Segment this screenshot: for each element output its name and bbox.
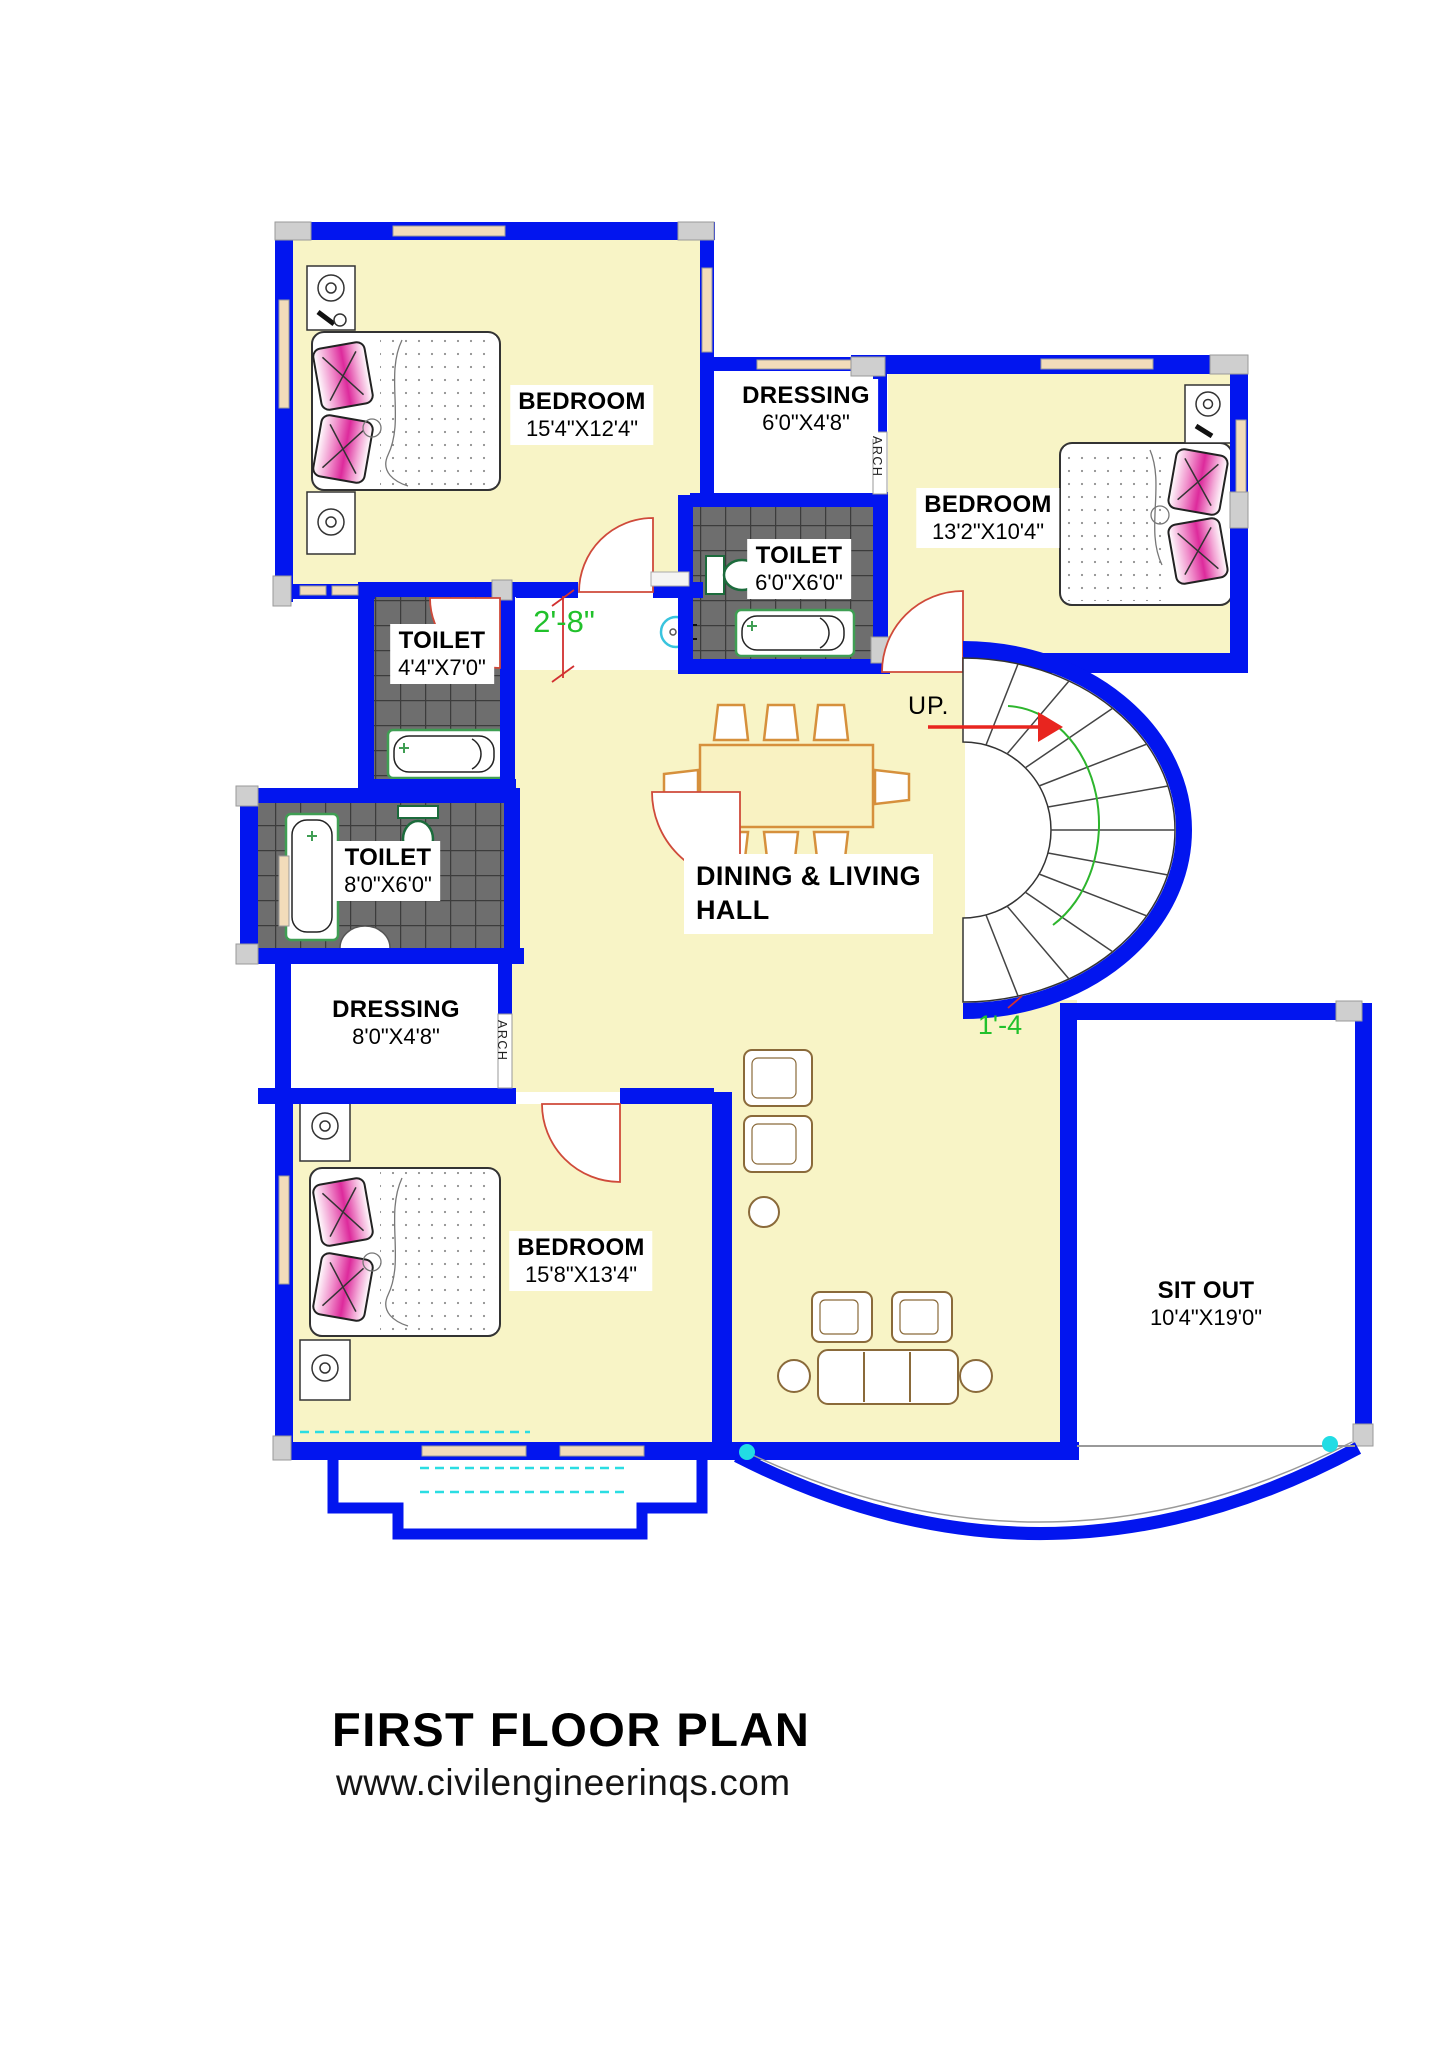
bathtub-icon bbox=[284, 812, 340, 942]
up-arrow-icon bbox=[928, 712, 1063, 742]
wall-posts bbox=[235, 221, 1374, 1461]
room-label-bedroom-top-left: BEDROOM 15'4"X12'4" bbox=[510, 385, 654, 446]
room-label-sit-out: SIT OUT 10'4"X19'0" bbox=[1141, 1274, 1271, 1335]
stairs-up-label: UP. bbox=[908, 692, 950, 720]
sofa-set-icon bbox=[743, 1049, 993, 1405]
door-leaf bbox=[650, 571, 690, 587]
room-label-dressing-top: DRESSING 6'0"X4'8" bbox=[734, 379, 878, 440]
room-label-bedroom-bottom: BEDROOM 15'8"X13'4" bbox=[509, 1231, 653, 1292]
walls bbox=[240, 222, 1372, 1460]
veranda-arc bbox=[734, 1441, 1362, 1540]
nightstand-icon bbox=[306, 265, 356, 331]
room-label-dining-living-hall: DINING & LIVING HALL bbox=[684, 854, 934, 934]
nightstand-icon bbox=[299, 1100, 351, 1162]
arch-label-left: ARCH bbox=[495, 1020, 509, 1062]
arch-label-top: ARCH bbox=[870, 436, 884, 478]
corner-dots bbox=[739, 1436, 1338, 1460]
nightstand-icon bbox=[306, 491, 356, 555]
bathtub-icon bbox=[734, 608, 856, 658]
spiral-staircase bbox=[962, 641, 1192, 1019]
page-title: FIRST FLOOR PLAN bbox=[332, 1703, 811, 1756]
website-url: www.civilengineerinqs.com bbox=[336, 1762, 791, 1803]
bed-icon bbox=[1059, 442, 1233, 606]
room-label-dressing-left: DRESSING 8'0"X4'8" bbox=[324, 993, 468, 1054]
nightstand-icon bbox=[299, 1339, 351, 1401]
dimension-corridor: 2'-8" bbox=[533, 604, 595, 639]
room-label-toilet-middle: TOILET 6'0"X6'0" bbox=[747, 539, 851, 600]
room-label-toilet-lower-left: TOILET 8'0"X6'0" bbox=[336, 841, 440, 902]
bed-icon bbox=[309, 1167, 501, 1337]
dimension-sitout: 1'-4 bbox=[977, 1010, 1023, 1040]
room-label-bedroom-top-right: BEDROOM 13'2"X10'4" bbox=[916, 488, 1060, 549]
nightstand-icon bbox=[1184, 384, 1232, 444]
porch-steps bbox=[300, 1430, 708, 1540]
arch-opening bbox=[497, 431, 888, 1089]
dimension-marks bbox=[551, 589, 1023, 1009]
bathtub-icon bbox=[386, 728, 506, 780]
bed-icon bbox=[311, 331, 501, 491]
room-label-toilet-left: TOILET 4'4"X7'0" bbox=[390, 624, 494, 685]
windows bbox=[278, 225, 1247, 1457]
